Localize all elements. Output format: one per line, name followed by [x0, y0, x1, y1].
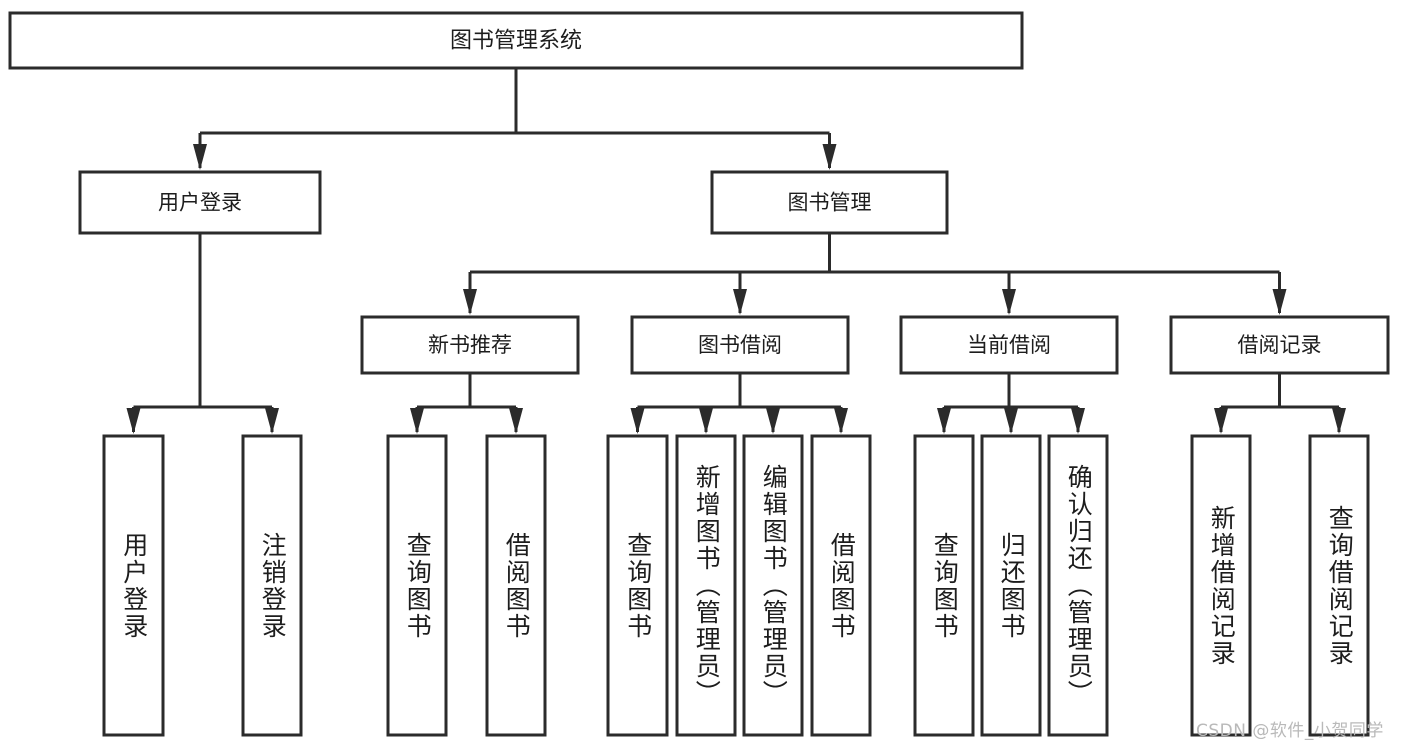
node-box-book-manage[interactable] — [710, 170, 949, 235]
arrow-head-icon — [1332, 408, 1346, 434]
node-label-current-borrow: 当前借阅 — [967, 333, 1051, 357]
node-label-user-login: 用户登录 — [158, 191, 242, 215]
arrow-head-icon — [193, 144, 207, 170]
csdn-watermark: CSDN @软件_小贺同学 — [1196, 721, 1384, 741]
node-box-borrow-record[interactable] — [1169, 315, 1390, 375]
node-label-borrow-record: 借阅记录 — [1238, 333, 1322, 357]
arrow-head-icon — [630, 408, 645, 434]
arrow-head-icon — [463, 289, 477, 315]
node-label-book-manage: 图书管理 — [788, 191, 872, 215]
node-box-leaf-logout-login[interactable] — [241, 434, 303, 737]
node-box-leaf-edit-book-admin[interactable] — [742, 434, 804, 737]
arrow-head-icon — [1071, 408, 1085, 434]
node-box-new-book-recommend[interactable] — [360, 315, 580, 375]
node-box-current-borrow[interactable] — [899, 315, 1119, 375]
arrow-head-icon — [1214, 408, 1228, 434]
node-box-leaf-query-book-cur[interactable] — [913, 434, 975, 737]
arrow-head-icon — [126, 408, 141, 434]
node-box-leaf-return-book[interactable] — [980, 434, 1042, 737]
node-box-leaf-query-book-rec[interactable] — [386, 434, 448, 737]
arrow-head-icon — [733, 289, 747, 315]
node-box-leaf-add-borrow-record[interactable] — [1190, 434, 1252, 737]
node-label-book-borrow: 图书借阅 — [698, 333, 782, 357]
arrow-head-icon — [937, 408, 951, 434]
node-box-leaf-query-book-borrow[interactable] — [606, 434, 669, 737]
node-box-leaf-user-login[interactable] — [102, 434, 165, 737]
arrow-head-icon — [509, 408, 523, 434]
arrow-head-icon — [265, 408, 279, 434]
arrow-head-icon — [822, 144, 837, 170]
node-box-leaf-add-book-admin[interactable] — [675, 434, 737, 737]
node-box-leaf-query-borrow-record[interactable] — [1308, 434, 1370, 737]
arrow-head-icon — [699, 408, 713, 434]
node-box-user-login[interactable] — [78, 170, 322, 235]
node-box-leaf-borrow-book[interactable] — [810, 434, 872, 737]
arrow-head-icon — [766, 408, 780, 434]
node-label-root: 图书管理系统 — [450, 29, 582, 54]
node-label-new-book-recommend: 新书推荐 — [428, 333, 512, 357]
node-box-leaf-borrow-book-rec[interactable] — [485, 434, 547, 737]
arrow-head-icon — [410, 408, 424, 434]
node-boxes — [8, 11, 1390, 737]
connector-lines — [126, 68, 1346, 434]
node-box-root[interactable] — [8, 11, 1024, 70]
node-box-book-borrow[interactable] — [630, 315, 850, 375]
node-box-leaf-confirm-return-admin[interactable] — [1047, 434, 1109, 737]
arrow-head-icon — [1004, 408, 1018, 434]
arrow-head-icon — [1272, 289, 1287, 315]
arrow-head-icon — [834, 408, 848, 434]
arrow-head-icon — [1002, 289, 1016, 315]
